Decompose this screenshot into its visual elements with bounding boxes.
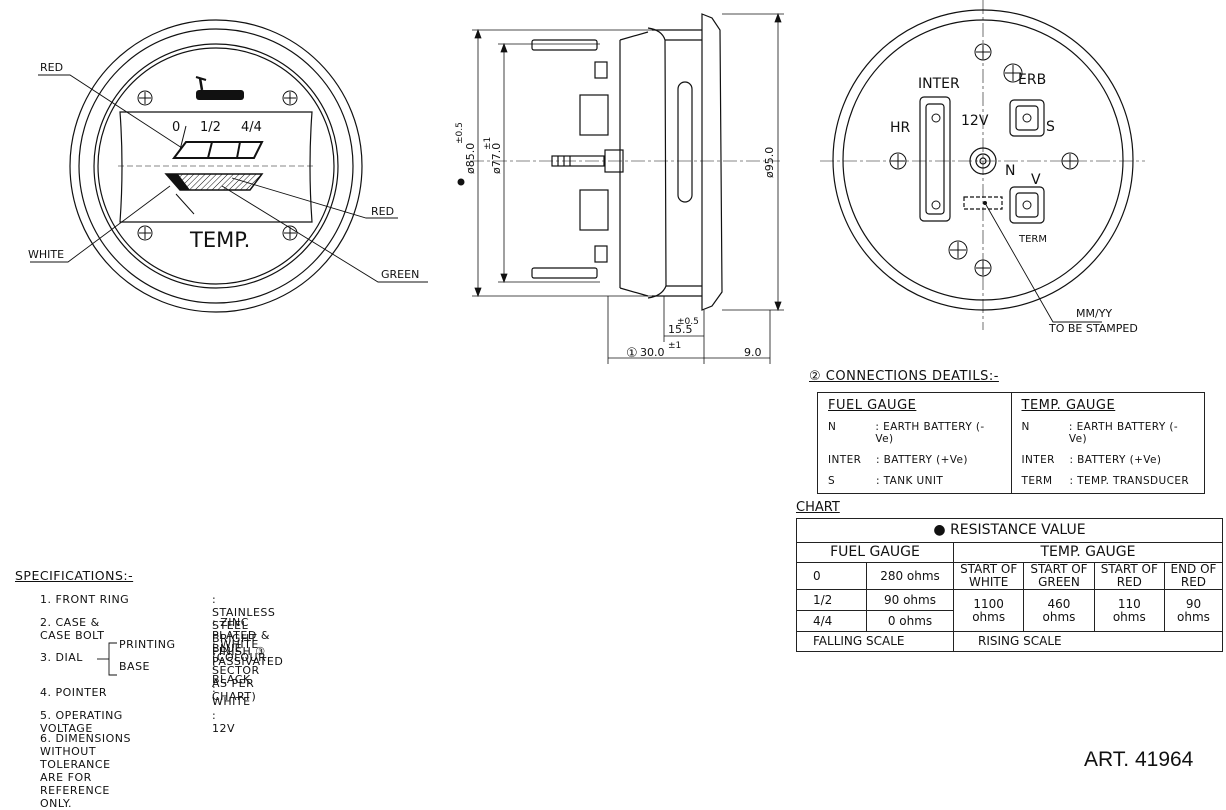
spec-item-dial: 3. DIAL PRINTING : WHITE (COLOUR SECTOR … [40,638,267,703]
dim-d85-tol: ±0.5 [455,122,465,144]
article-number: ART. 41964 [1084,748,1194,771]
screw-icon [137,90,298,241]
resistance-value-head: ● RESISTANCE VALUE [796,518,1223,543]
pointer-needle [179,125,187,151]
label-term: TERM [1018,234,1047,245]
fuel-gauge-col-head: FUEL GAUGE [796,542,954,563]
conn-row: INTER: BATTERY (+Ve) [1021,454,1162,466]
temp-scale: RISING SCALE [953,631,1223,652]
spec-item: 2. CASE & CASE BOLT : ZINC PLATED & BLUE… [40,616,284,668]
spec-item: 5. OPERATING VOLTAGE : 12V [40,709,236,735]
dim-l30-prefix: ① [626,346,638,361]
label-n: N [1005,163,1015,179]
label-v: V [1031,172,1041,188]
dial-text: TEMP. [189,228,250,252]
dim-l15-tol: ±0.5 [677,317,699,327]
lower-colour-band [164,173,264,191]
label-hr: HR [890,120,911,136]
temperature-symbol-icon [195,76,244,100]
dim-d95: ø95.0 [763,147,776,178]
fuel-scale: FALLING SCALE [796,631,954,652]
label-white: WHITE [28,248,64,261]
fuel-ohms: 0 ohms [866,610,954,632]
fuel-gauge-connections: FUEL GAUGE N: EARTH BATTERY (-Ve) INTER:… [818,393,1011,493]
temp-gauge-col-head: TEMP. GAUGE [953,542,1223,563]
rear-view-drawing: INTER ERB HR 12V S N V TERM MM/YY TO BE … [820,0,1145,335]
dim-l30-tol: ±1 [668,341,681,351]
dim-d85: ø85.0 [464,143,477,174]
label-12v: 12V [961,113,989,129]
label-red-top: RED [40,61,63,74]
side-view-drawing: ±0.5 ø85.0 ±1 ø77.0 ø95.0 ±0.5 15.5 ① 30… [455,12,784,364]
critical-dimension-dot [457,178,465,186]
temp-gauge-head: TEMP. GAUGE [1021,398,1116,413]
dim-l15: 15.5 [668,323,693,336]
fuel-ohms: 280 ohms [866,562,954,590]
connections-table: FUEL GAUGE N: EARTH BATTERY (-Ve) INTER:… [817,392,1205,494]
pointer-needle [175,193,195,215]
front-view-drawing: RED WHITE RED GREEN 0 1/2 4/4 TEMP. [28,19,428,313]
fuel-pos: 1/2 [796,589,867,611]
spec-item: 4. POINTER : WHITE [40,682,251,708]
label-mmyy: MM/YY [1076,307,1112,320]
spec-item: 6. DIMENSIONS WITHOUT TOLERANCE ARE FOR … [40,732,131,810]
label-s: S [1046,119,1055,135]
label-red-right: RED [371,205,394,218]
conn-row: N: EARTH BATTERY (-Ve) [828,421,985,445]
specifications: SPECIFICATIONS:- 1. FRONT RING : STAINLE… [15,568,284,810]
label-green: GREEN [381,268,419,281]
label-stamped: TO BE STAMPED [1048,322,1138,335]
conn-row: TERM: TEMP. TRANSDUCER [1021,475,1190,487]
dial-bracket [97,642,117,676]
dim-d77-tol: ±1 [483,137,493,150]
label-inter: INTER [918,76,960,92]
resistance-chart-table: ● RESISTANCE VALUE FUEL GAUGE TEMP. GAUG… [796,518,1224,652]
temp-gauge-connections: TEMP. GAUGE N: EARTH BATTERY (-Ve) INTER… [1010,393,1205,493]
dim-l30: 30.0 [640,346,665,359]
fuel-pos: 0 [796,562,867,590]
scale-0: 0 [172,120,180,135]
chart-title: CHART [796,500,840,515]
spec-item: 1. FRONT RING : STAINLESS STEEL BRIGHT F… [40,593,276,658]
scale-full: 4/4 [241,120,262,135]
scale-half: 1/2 [200,120,221,135]
conn-row: INTER: BATTERY (+Ve) [828,454,968,466]
specifications-title: SPECIFICATIONS:- [15,568,134,583]
conn-row: S: TANK UNIT [828,475,944,487]
fuel-pos: 4/4 [796,610,867,632]
connections-title: ② CONNECTIONS DEATILS:- [809,369,999,384]
conn-row: N: EARTH BATTERY (-Ve) [1021,421,1179,445]
label-erb: ERB [1018,72,1046,88]
upper-scale-band [172,141,264,159]
dim-d77: ø77.0 [490,143,503,174]
fuel-ohms: 90 ohms [866,589,954,611]
fuel-gauge-head: FUEL GAUGE [828,398,917,413]
dim-l9: 9.0 [744,346,762,359]
